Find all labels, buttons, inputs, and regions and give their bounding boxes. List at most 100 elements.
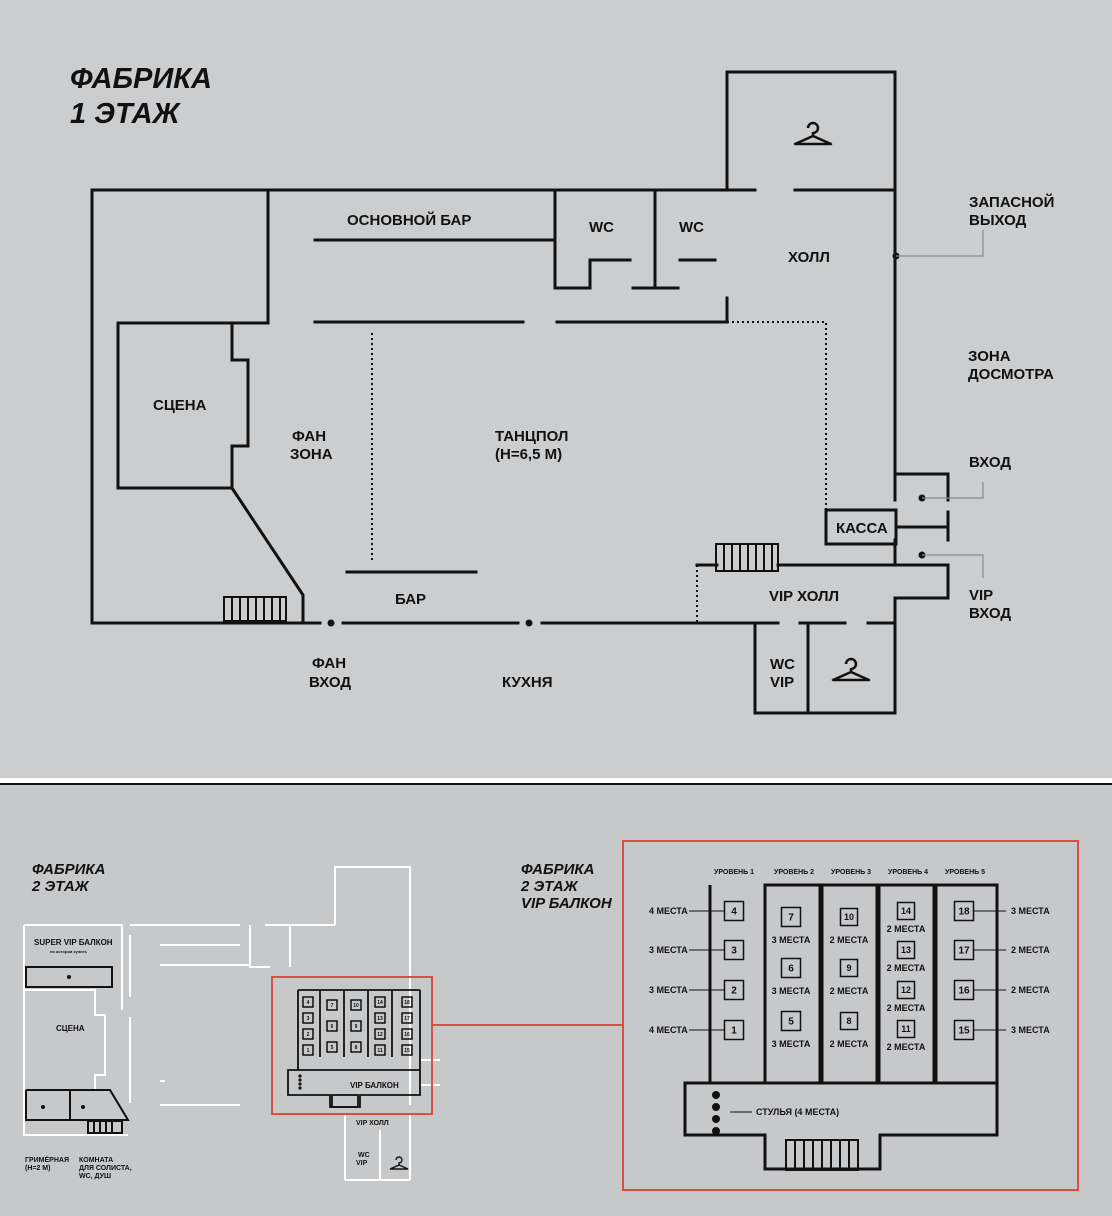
main-bar-label: ОСНОВНОЙ БАР — [347, 211, 471, 229]
vip-box-number: 11 — [901, 1024, 911, 1034]
vip-box-number: 2 — [307, 1032, 310, 1038]
vip-box[interactable]: 10 — [350, 999, 362, 1011]
vip-box-number: 18 — [958, 907, 970, 918]
vip-box-number: 15 — [404, 1048, 410, 1054]
vip-box[interactable]: 1 — [723, 1019, 745, 1041]
balcony-title-line1: ФАБРИКА — [521, 861, 594, 878]
wc-label: WC — [679, 219, 704, 236]
vip-box-number: 5 — [331, 1045, 334, 1051]
vip-box-number: 10 — [353, 1003, 359, 1009]
vip-box-number: 6 — [331, 1024, 334, 1030]
balcony-title-line2: 2 ЭТАЖ — [520, 878, 579, 895]
hanger-icon — [793, 121, 833, 146]
vip-box[interactable]: 17 — [953, 939, 975, 961]
vip-box[interactable]: 15 — [401, 1044, 413, 1056]
vip-box[interactable]: 10 — [839, 907, 859, 927]
vip-box-number: 4 — [307, 1000, 310, 1006]
vip-box[interactable]: 15 — [953, 1019, 975, 1041]
seat-count-label: 3 МЕСТА — [649, 945, 688, 955]
vip-box[interactable]: 12 — [374, 1028, 386, 1040]
vip-box[interactable]: 13 — [896, 940, 916, 960]
stairs-icon — [785, 1139, 859, 1171]
vip-box-number: 7 — [331, 1003, 334, 1009]
vip-box[interactable]: 9 — [350, 1020, 362, 1032]
vip-box[interactable]: 8 — [839, 1011, 859, 1031]
vip-box-number: 13 — [377, 1016, 383, 1022]
super-vip-label: SUPER VIP БАЛКОН — [34, 938, 113, 947]
vip-box-number: 9 — [846, 963, 851, 973]
vip-box[interactable]: 17 — [401, 1012, 413, 1024]
dancefloor-label: ТАНЦПОЛ — [495, 428, 568, 445]
vip-box[interactable]: 13 — [374, 1012, 386, 1024]
seat-count-label: 3 МЕСТА — [1011, 1025, 1050, 1035]
seat-count-label: 2 МЕСТА — [830, 986, 869, 996]
security-zone-label: ДОСМОТРА — [968, 366, 1054, 383]
hanger-icon — [389, 1156, 409, 1170]
vip-box[interactable]: 16 — [401, 1028, 413, 1040]
seat-count-label: 2 МЕСТА — [1011, 945, 1050, 955]
vip-box[interactable]: 14 — [374, 996, 386, 1008]
vip-box[interactable]: 12 — [896, 980, 916, 1000]
floor1-dotted-boundaries — [371, 321, 827, 623]
seat-count-label: 2 МЕСТА — [830, 935, 869, 945]
vip-box[interactable]: 9 — [839, 958, 859, 978]
vip-entrance-label: ВХОД — [969, 605, 1011, 622]
level-header: УРОВЕНЬ 5 — [945, 869, 985, 876]
vip-box-number: 1 — [731, 1026, 737, 1037]
vip-box[interactable]: 8 — [350, 1041, 362, 1053]
floor2-vip-hall-label: VIP ХОЛЛ — [356, 1120, 389, 1127]
vip-box[interactable]: 11 — [896, 1019, 916, 1039]
vip-box-number: 4 — [731, 907, 737, 918]
fan-entrance-label: ФАН — [312, 655, 346, 672]
seat-count-label: 3 МЕСТА — [649, 985, 688, 995]
entrance-label: ВХОД — [969, 454, 1011, 471]
vip-box-number: 12 — [377, 1032, 383, 1038]
vip-box-number: 3 — [307, 1016, 310, 1022]
vip-box[interactable]: 7 — [780, 906, 802, 928]
seat-count-label: 2 МЕСТА — [887, 963, 926, 973]
floor2-stage-label: СЦЕНА — [56, 1024, 85, 1033]
door-dot-icon — [327, 252, 926, 627]
vip-box-number: 14 — [901, 906, 911, 916]
vip-box[interactable]: 7 — [326, 999, 338, 1011]
seat-count-label: 2 МЕСТА — [887, 924, 926, 934]
stage-label: СЦЕНА — [153, 397, 207, 414]
cashier-label: КАССА — [836, 520, 888, 537]
seat-count-label: 2 МЕСТА — [887, 1042, 926, 1052]
vip-box[interactable]: 2 — [302, 1028, 314, 1040]
vip-box[interactable]: 4 — [723, 900, 745, 922]
seat-count-label: 2 МЕСТА — [1011, 985, 1050, 995]
vip-box-number: 16 — [404, 1032, 410, 1038]
vip-box[interactable]: 3 — [302, 1012, 314, 1024]
vip-box[interactable]: 11 — [374, 1044, 386, 1056]
vip-box[interactable]: 5 — [780, 1010, 802, 1032]
vip-box-number: 15 — [958, 1026, 970, 1037]
super-vip-balcony — [25, 966, 113, 988]
floor1-svg: ФАБРИКА 1 ЭТАЖ ОСНОВНОЙ БАР WC WC ХОЛЛ З… — [70, 63, 1054, 715]
vip-box[interactable]: 4 — [302, 996, 314, 1008]
floor1-walls — [90, 70, 950, 715]
stairs-icon — [715, 543, 779, 572]
vip-box[interactable]: 2 — [723, 979, 745, 1001]
hall-label: ХОЛЛ — [788, 249, 830, 266]
seat-count-label: 3 МЕСТА — [772, 986, 811, 996]
vip-box[interactable]: 3 — [723, 939, 745, 961]
vip-box[interactable]: 16 — [953, 979, 975, 1001]
level-header: УРОВЕНЬ 2 — [774, 869, 814, 876]
vip-box-number: 1 — [307, 1048, 310, 1054]
vip-box-number: 11 — [377, 1048, 383, 1054]
bar-label: БАР — [395, 591, 426, 608]
vip-box[interactable]: 1 — [302, 1044, 314, 1056]
seat-count-label: 3 МЕСТА — [1011, 906, 1050, 916]
vip-box[interactable]: 6 — [780, 957, 802, 979]
vip-box[interactable]: 14 — [896, 901, 916, 921]
vip-box[interactable]: 18 — [401, 996, 413, 1008]
seat-count-label: 3 МЕСТА — [772, 1039, 811, 1049]
vip-box[interactable]: 6 — [326, 1020, 338, 1032]
vip-box[interactable]: 18 — [953, 900, 975, 922]
vip-box-number: 7 — [788, 913, 794, 924]
vip-box[interactable]: 5 — [326, 1041, 338, 1053]
